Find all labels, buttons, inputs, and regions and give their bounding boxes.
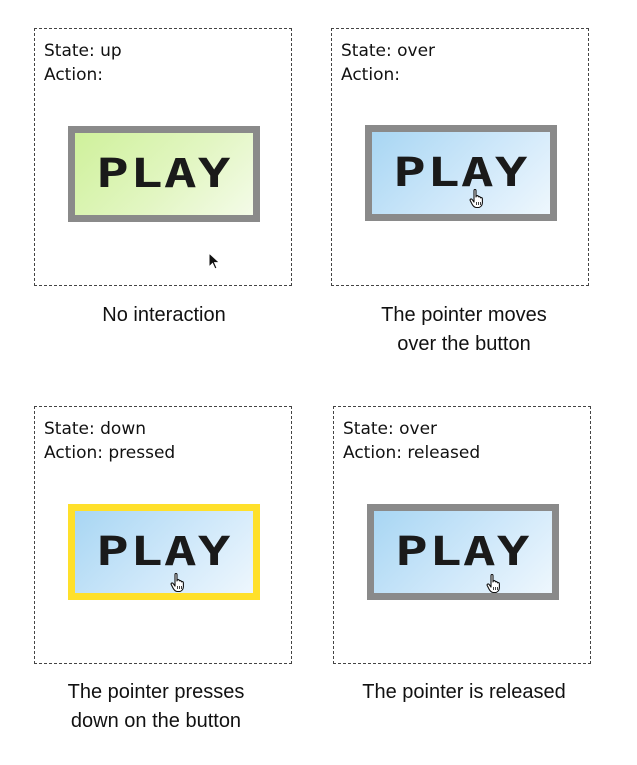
state-label: State: down xyxy=(44,419,146,439)
action-label: Action: xyxy=(44,65,103,85)
play-button-label: PLAY xyxy=(96,529,232,575)
state-readout: State: over Action: xyxy=(341,39,435,87)
arrow-pointer-icon xyxy=(208,252,221,270)
caption-no-interaction: No interaction xyxy=(14,301,314,330)
state-panel-down: State: down Action: pressed PLAY xyxy=(34,406,292,664)
caption-line: down on the button xyxy=(70,710,242,732)
state-label: State: over xyxy=(341,41,436,61)
state-readout: State: down Action: pressed xyxy=(44,417,175,465)
play-button[interactable]: PLAY xyxy=(365,125,557,221)
caption-pointer-over: The pointer moves over the button xyxy=(314,301,614,359)
play-button[interactable]: PLAY xyxy=(68,126,260,222)
play-button[interactable]: PLAY xyxy=(367,504,559,600)
caption-line: The pointer is released xyxy=(362,681,566,703)
caption-line: over the button xyxy=(397,333,531,355)
play-button-label: PLAY xyxy=(96,151,232,197)
action-label: Action: released xyxy=(343,443,481,463)
state-readout: State: over Action: released xyxy=(343,417,480,465)
caption-line: The pointer moves xyxy=(381,304,547,326)
action-label: Action: xyxy=(341,65,400,85)
state-panel-over: State: over Action: PLAY xyxy=(331,28,589,286)
play-button-label: PLAY xyxy=(393,150,529,196)
caption-line: The pointer presses xyxy=(67,681,245,703)
state-label: State: over xyxy=(343,419,438,439)
caption-pointer-released: The pointer is released xyxy=(314,678,614,707)
hand-pointer-icon xyxy=(469,189,483,209)
action-label: Action: pressed xyxy=(44,443,176,463)
caption-line: No interaction xyxy=(102,304,226,326)
play-button[interactable]: PLAY xyxy=(68,504,260,600)
state-panel-up: State: up Action: PLAY xyxy=(34,28,292,286)
hand-pointer-icon xyxy=(170,573,184,593)
state-readout: State: up Action: xyxy=(44,39,122,87)
caption-pointer-pressed: The pointer presses down on the button xyxy=(6,678,306,736)
hand-pointer-icon xyxy=(486,574,500,594)
play-button-label: PLAY xyxy=(395,529,531,575)
state-label: State: up xyxy=(44,41,122,61)
state-panel-released: State: over Action: released PLAY xyxy=(333,406,591,664)
